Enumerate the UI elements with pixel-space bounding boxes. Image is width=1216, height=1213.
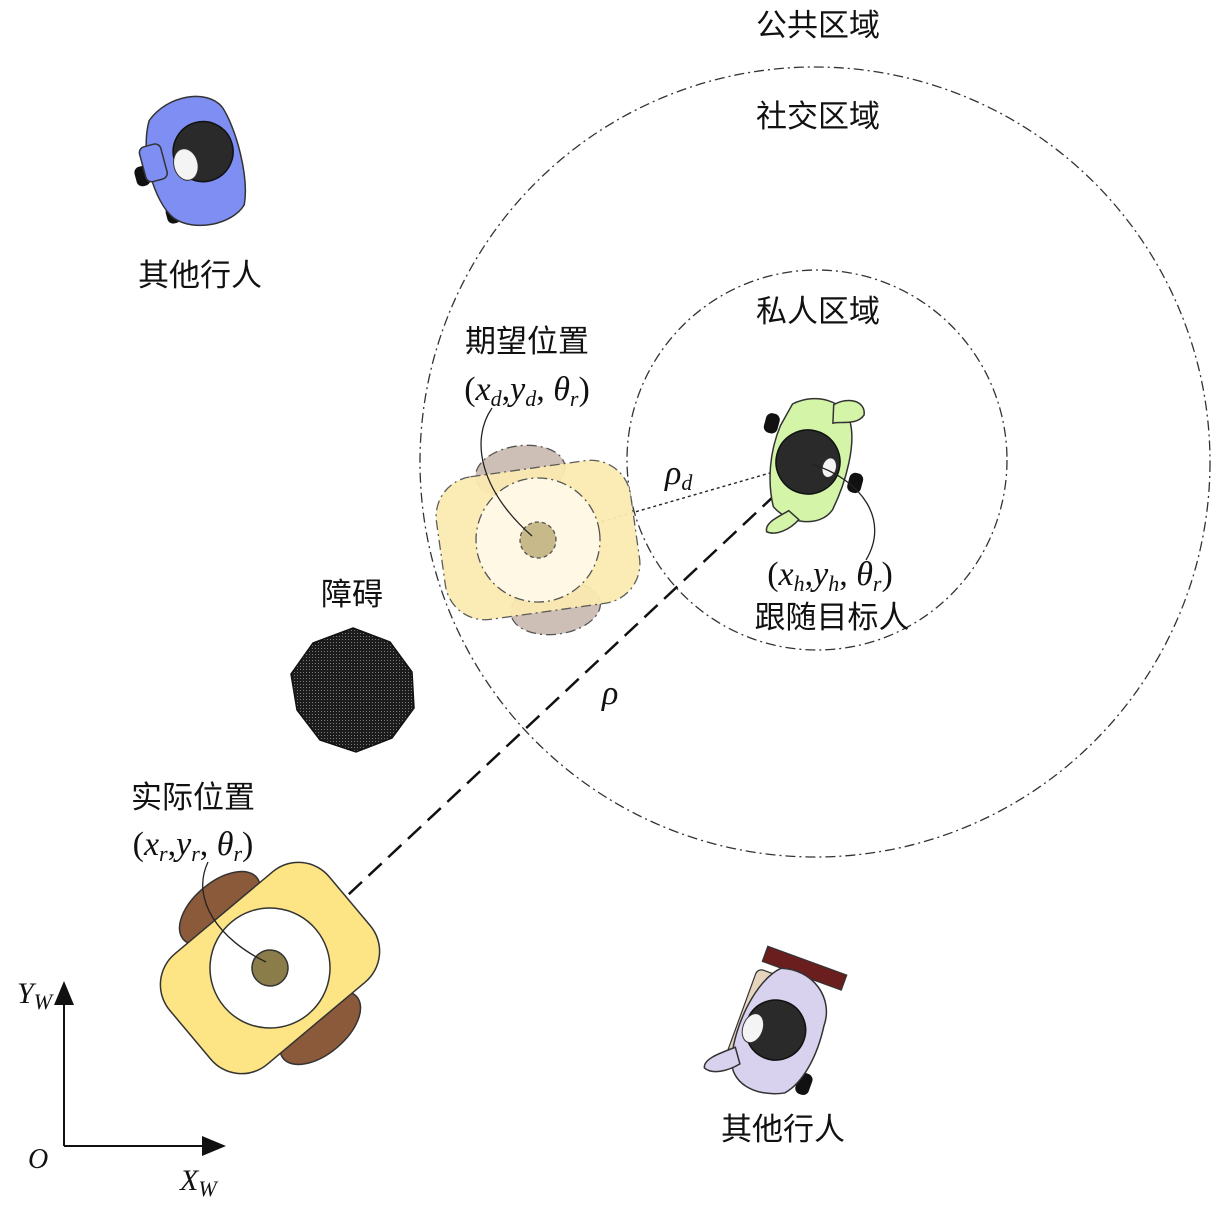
target-arm-bottom — [765, 509, 800, 534]
human-coords: (xh,yh, θr) — [767, 556, 893, 596]
target-leg-left — [763, 413, 780, 434]
desired-robot — [435, 444, 641, 636]
y-axis-label: YW — [17, 977, 54, 1014]
rho-d-label: ρd — [664, 455, 693, 495]
actual-leader-line — [202, 861, 267, 963]
pedestrian-bottom-label: 其他行人 — [721, 1112, 845, 1148]
social-zone-label: 社交区域 — [756, 99, 880, 135]
pedestrian-top — [134, 95, 247, 227]
target-head — [775, 429, 841, 495]
social-zone-circle — [419, 66, 1211, 858]
actual-coords: (xr,yr, θr) — [133, 826, 254, 866]
target-person — [763, 397, 865, 534]
human-leader-line — [811, 463, 876, 561]
actual-robot — [159, 861, 381, 1075]
obstacle-shape — [290, 627, 415, 753]
desired-coords: (xd,yd, θr) — [464, 371, 590, 411]
ped-top-face — [173, 148, 199, 181]
rho-d-line — [537, 461, 809, 541]
actual-position-label: 实际位置 — [131, 780, 255, 816]
rho-line — [269, 465, 807, 969]
desired-position-label: 期望位置 — [465, 324, 589, 360]
target-leg-right — [847, 472, 864, 494]
target-person-label: 跟随目标人 — [755, 600, 910, 636]
desired-leader-line — [480, 407, 533, 537]
target-arm-top — [832, 399, 865, 425]
pedestrian-top-label: 其他行人 — [138, 258, 262, 294]
public-zone-label: 公共区域 — [756, 8, 880, 44]
ped-bottom-arm — [703, 1046, 741, 1073]
pedestrian-bottom — [703, 945, 848, 1096]
ghost-center — [519, 521, 557, 559]
ped-top-arm — [138, 143, 169, 183]
private-zone-circle — [626, 269, 1008, 651]
ped-bottom-face — [741, 1013, 765, 1044]
origin-label: O — [28, 1144, 48, 1175]
obstacle-label: 障碍 — [321, 577, 383, 613]
x-axis-label: XW — [179, 1164, 218, 1201]
rho-label: ρ — [601, 675, 618, 712]
private-zone-label: 私人区域 — [756, 294, 880, 330]
